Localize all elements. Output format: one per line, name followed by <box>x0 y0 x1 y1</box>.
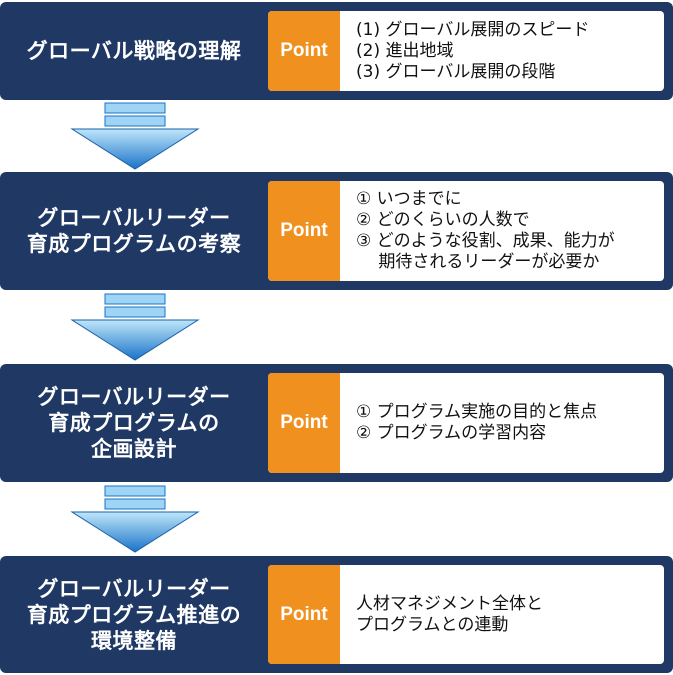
down-arrow-icon <box>70 293 200 361</box>
point-list: (1) グローバル展開のスピード (2) 進出地域 (3) グローバル展開の段階 <box>356 11 656 91</box>
point-item: ② どのくらいの人数で <box>356 210 530 230</box>
point-panel: Point (1) グローバル展開のスピード (2) 進出地域 (3) グローバ… <box>268 11 664 91</box>
point-badge: Point <box>268 181 340 281</box>
step-title: グローバルリーダー 育成プログラムの考察 <box>26 206 242 256</box>
step-1-box: グローバル戦略の理解 Point (1) グローバル展開のスピード (2) 進出… <box>0 2 673 100</box>
point-list: 人材マネジメント全体と プログラムとの連動 <box>356 565 656 664</box>
point-item: プログラムとの連動 <box>356 614 509 635</box>
point-panel: Point ① プログラム実施の目的と焦点 ② プログラムの学習内容 <box>268 373 664 473</box>
step-2-box: グローバルリーダー 育成プログラムの考察 Point ① いつまでに ② どのく… <box>0 172 673 290</box>
point-item: ② プログラムの学習内容 <box>356 423 547 443</box>
point-badge: Point <box>268 11 340 91</box>
point-panel: Point 人材マネジメント全体と プログラムとの連動 <box>268 565 664 664</box>
point-badge: Point <box>268 565 340 664</box>
point-list: ① プログラム実施の目的と焦点 ② プログラムの学習内容 <box>356 373 656 473</box>
down-arrow-icon <box>70 102 200 170</box>
step-title: グローバルリーダー 育成プログラムの 企画設計 <box>37 385 231 461</box>
point-badge: Point <box>268 373 340 473</box>
point-item: (2) 進出地域 <box>356 40 454 61</box>
step-4-box: グローバルリーダー 育成プログラム推進の 環境整備 Point 人材マネジメント… <box>0 556 673 673</box>
point-list: ① いつまでに ② どのくらいの人数で ③ どのような役割、成果、能力が 期待さ… <box>356 181 656 281</box>
point-item: (1) グローバル展開のスピード <box>356 19 590 40</box>
step-title: グローバルリーダー 育成プログラム推進の 環境整備 <box>26 576 242 653</box>
point-item: ③ どのような役割、成果、能力が 期待されるリーダーが必要か <box>356 231 615 272</box>
point-item: ① プログラム実施の目的と焦点 <box>356 402 598 422</box>
down-arrow-icon <box>70 485 200 553</box>
step-title: グローバル戦略の理解 <box>26 39 242 63</box>
point-item: (3) グローバル展開の段階 <box>356 61 556 82</box>
point-panel: Point ① いつまでに ② どのくらいの人数で ③ どのような役割、成果、能… <box>268 181 664 281</box>
point-item: ① いつまでに <box>356 189 462 209</box>
point-item: 人材マネジメント全体と <box>356 593 543 614</box>
step-3-box: グローバルリーダー 育成プログラムの 企画設計 Point ① プログラム実施の… <box>0 364 673 482</box>
